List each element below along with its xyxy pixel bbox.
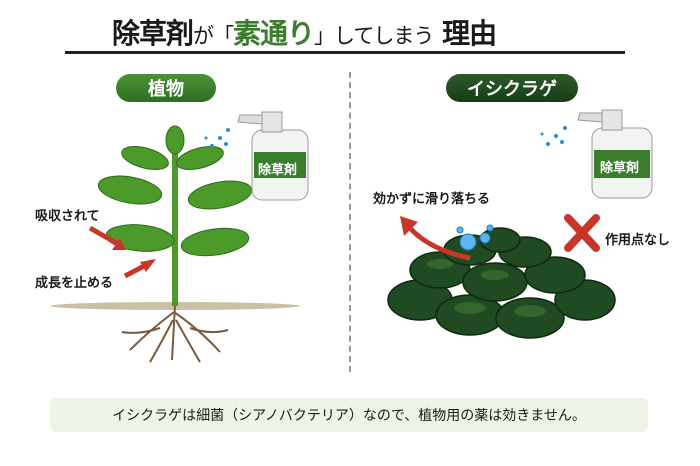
title-underline <box>65 51 625 54</box>
footer-note-text: イシクラゲは細菌（シアノバクテリア）なので、植物用の薬は効きません。 <box>112 408 586 424</box>
roots-icon <box>121 305 229 363</box>
spray-bottle-right-icon <box>540 109 653 199</box>
label-absorb: 吸収されて <box>35 209 100 224</box>
bottle-label-right: 除草剤 <box>600 161 640 176</box>
arrow-absorb-icon <box>88 225 126 250</box>
nostoc-pile-icon <box>387 227 616 339</box>
water-drops-icon <box>456 224 494 251</box>
label-no-target: 作用点なし <box>605 233 671 248</box>
label-slide-off: 効かずに滑り落ちる <box>373 192 491 207</box>
section-divider <box>349 72 351 372</box>
arrow-slide-icon <box>400 216 471 261</box>
plant-icon <box>97 125 253 306</box>
footer-note: イシクラゲは細菌（シアノバクテリア）なので、植物用の薬は効きません。 <box>50 398 648 432</box>
spray-bottle-left-icon <box>204 111 309 201</box>
label-stop-growth: 成長を止める <box>35 276 114 291</box>
nostoc-heading: イシクラゲ <box>446 74 578 102</box>
page-title: 除草剤が「素通り」してしまう 理由 <box>112 17 497 50</box>
cross-mark-icon <box>564 214 600 252</box>
plant-heading: 植物 <box>116 74 216 102</box>
bottle-label-left: 除草剤 <box>258 163 298 178</box>
arrow-stop-icon <box>123 259 156 279</box>
